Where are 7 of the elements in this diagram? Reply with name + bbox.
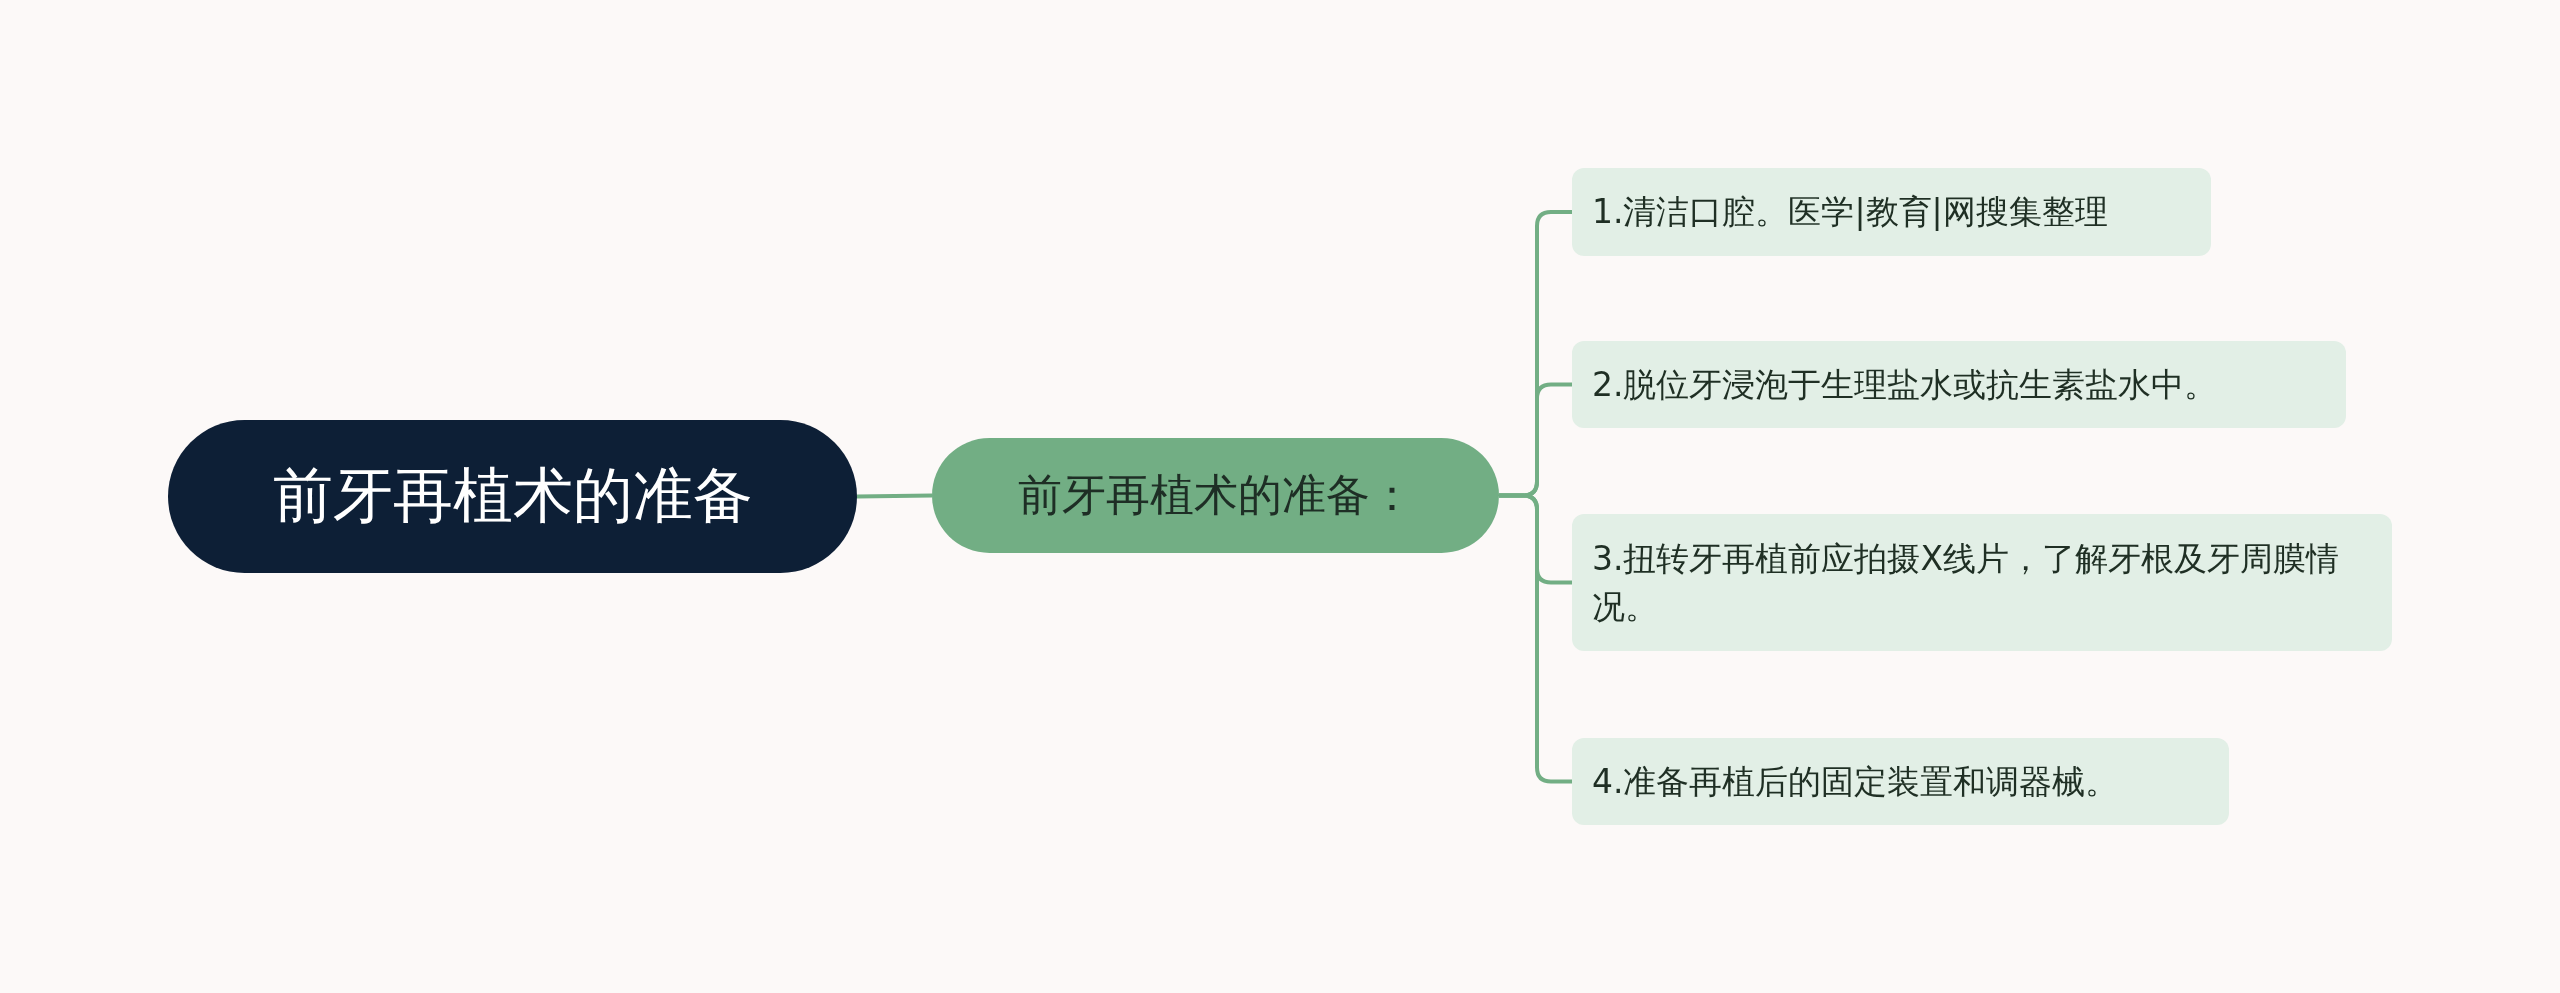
subtopic-box: 2.脱位牙浸泡于生理盐水或抗生素盐水中。	[1572, 341, 2346, 428]
subtopic-box: 3.扭转牙再植前应拍摄X线片，了解牙根及牙周膜情况。	[1572, 514, 2392, 651]
subtopic-box: 1.清洁口腔。医学|教育|网搜集整理	[1572, 168, 2211, 256]
connector-line	[856, 493, 933, 499]
root-topic-box: 前牙再植术的准备	[168, 420, 857, 573]
subtopic-box: 4.准备再植后的固定装置和调器械。	[1572, 738, 2229, 825]
topic-box: 前牙再植术的准备：	[932, 438, 1499, 553]
